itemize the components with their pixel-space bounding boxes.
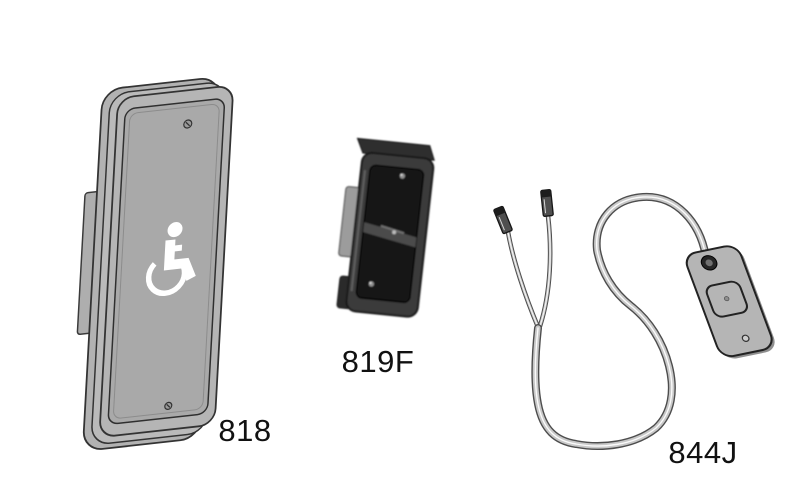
- wheelchair-wheel: [145, 258, 188, 296]
- cable-grommet: [700, 255, 718, 271]
- bottom-screw: [164, 401, 173, 411]
- product-label-818: 818: [218, 413, 271, 448]
- plate-face-border-line: [113, 103, 220, 419]
- face-screw-bottom: [367, 280, 376, 288]
- wheelchair-head: [167, 222, 183, 238]
- remote-body: [685, 245, 775, 359]
- face-glint: [392, 230, 397, 235]
- remote-switch-844j-figure: [493, 189, 775, 446]
- wheelchair-arm: [169, 244, 183, 252]
- screw-hole: [741, 334, 750, 342]
- product-label-819f: 819F: [342, 344, 415, 379]
- face-screw-top: [398, 172, 407, 180]
- reflection-streak: [380, 224, 405, 235]
- wheelchair-body: [163, 239, 196, 281]
- product-label-844j: 844J: [668, 435, 737, 470]
- push-plate-818-figure: [76, 77, 234, 450]
- press-button: [705, 280, 749, 318]
- wheelchair-icon: [145, 222, 196, 296]
- edge-highlight: [350, 170, 366, 292]
- wire-terminal-left: [493, 205, 513, 235]
- lead-wires: [508, 216, 550, 327]
- wire-terminal-right: [540, 189, 554, 217]
- top-screw: [183, 119, 193, 129]
- jamb-plate-819f-figure: [336, 137, 435, 318]
- reflection-band: [363, 222, 417, 248]
- cable-loop: [535, 197, 706, 446]
